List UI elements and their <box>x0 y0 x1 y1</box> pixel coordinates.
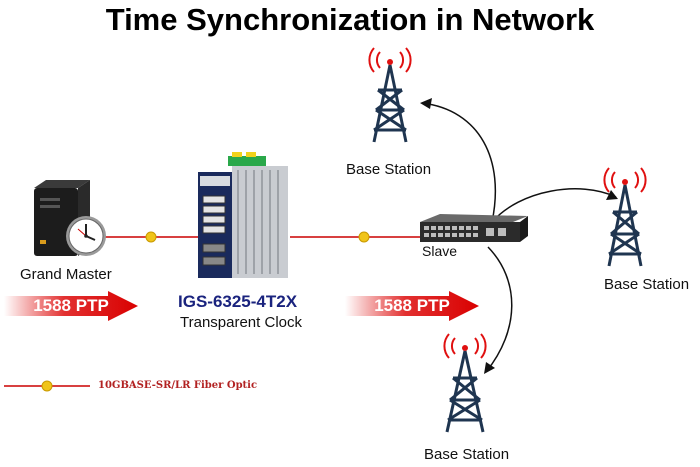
arrowhead-icon <box>484 362 495 374</box>
slave-switch-icon <box>420 214 528 242</box>
link-slave-right-station <box>491 188 617 223</box>
fiber-connector-icon <box>41 380 53 392</box>
fiber-connector-icon <box>145 231 157 243</box>
grand-master-label: Grand Master <box>20 266 112 283</box>
cell-tower-icon-top <box>368 47 412 143</box>
ptp-arrow-left: 1588 PTP <box>4 291 138 321</box>
ptp-arrow-left-label: 1588 PTP <box>33 296 109 315</box>
fiber-connector-icon <box>358 231 370 243</box>
base-station-bottom-label: Base Station <box>424 446 510 463</box>
clock-icon <box>66 216 106 256</box>
link-slave-bottom-station <box>485 246 513 373</box>
base-station-right-label: Base Station <box>604 276 690 293</box>
switch-role-label: Transparent Clock <box>180 314 302 331</box>
ptp-arrow-right-label: 1588 PTP <box>374 296 450 315</box>
cell-tower-icon-bottom <box>443 333 487 433</box>
arrowhead-icon <box>420 98 432 109</box>
legend-fiber-label: 10GBASE-SR/LR Fiber Optic <box>98 380 258 391</box>
diagram-title: Time Synchronization in Network <box>105 2 595 37</box>
arrowhead-icon <box>606 190 618 200</box>
link-slave-top-station <box>421 102 497 223</box>
ptp-arrow-shape-icon <box>345 291 479 321</box>
slave-label: Slave <box>422 243 458 259</box>
cell-tower-icon-right <box>603 167 647 267</box>
base-station-top-label: Base Station <box>346 161 432 178</box>
ptp-arrow-shape-icon <box>4 291 138 321</box>
industrial-switch-icon <box>198 152 288 278</box>
ptp-arrow-right: 1588 PTP <box>345 291 479 321</box>
switch-model-label: IGS-6325-4T2X <box>178 292 298 311</box>
